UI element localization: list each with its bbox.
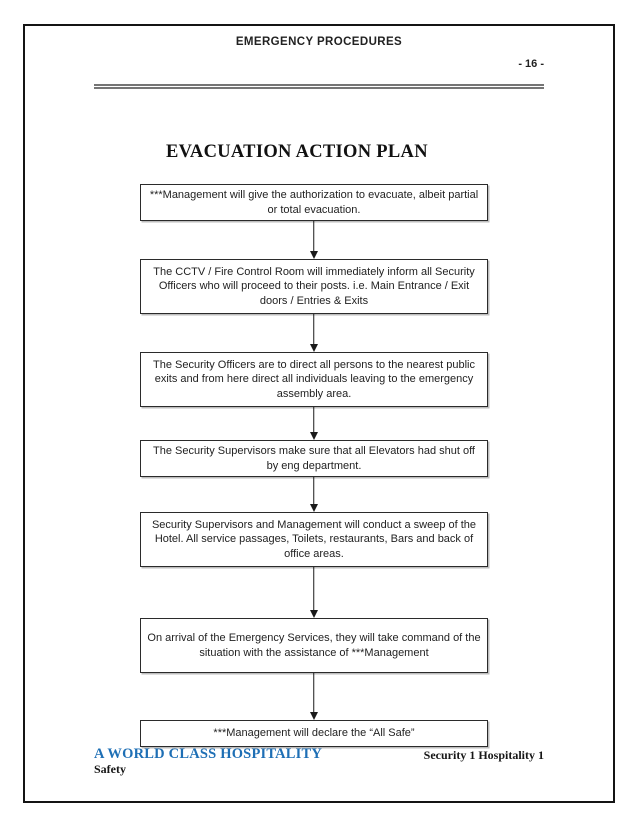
header-title: EMERGENCY PROCEDURES	[235, 36, 403, 48]
flow-step-3-text: The Security Officers are to direct all …	[152, 358, 475, 400]
footer-brand: A WORLD CLASS HOSPITALITY	[94, 746, 323, 762]
page-title: EVACUATION ACTION PLAN	[166, 142, 428, 162]
footer-department: Safety	[94, 762, 126, 776]
page-border-frame	[23, 24, 615, 803]
flow-step-1: ***Management will give the authorizatio…	[140, 184, 488, 221]
flow-step-6: On arrival of the Emergency Services, th…	[140, 618, 488, 673]
flow-arrow-down-5	[308, 567, 319, 618]
arrow-line	[312, 407, 315, 434]
flow-step-4-text: The Security Supervisors make sure that …	[152, 445, 475, 472]
header-divider-rule	[94, 84, 544, 89]
flow-arrow-down-6	[308, 673, 319, 720]
flow-step-5: Security Supervisors and Management will…	[140, 512, 488, 567]
arrow-line	[312, 477, 315, 506]
flow-step-1-text: ***Management will give the authorizatio…	[149, 189, 479, 216]
flow-step-4: The Security Supervisors make sure that …	[140, 440, 488, 477]
arrow-down-icon	[309, 251, 318, 259]
flow-step-7: ***Management will declare the “All Safe…	[140, 720, 488, 747]
arrow-down-icon	[309, 610, 318, 618]
flow-step-2-text: The CCTV / Fire Control Room will immedi…	[153, 265, 475, 307]
arrow-line	[312, 221, 315, 253]
arrow-line	[312, 567, 315, 612]
flow-step-5-text: Security Supervisors and Management will…	[151, 518, 477, 560]
arrow-line	[312, 673, 315, 714]
footer-right-text: Security 1 Hospitality 1	[423, 748, 544, 762]
arrow-down-icon	[309, 432, 318, 440]
page-number: - 16 -	[518, 58, 544, 70]
arrow-down-icon	[309, 344, 318, 352]
arrow-down-icon	[309, 712, 318, 720]
arrow-down-icon	[309, 504, 318, 512]
flow-step-7-text: ***Management will declare the “All Safe…	[213, 727, 415, 740]
flow-step-3: The Security Officers are to direct all …	[140, 352, 488, 407]
flow-arrow-down-1	[308, 221, 319, 259]
flow-arrow-down-4	[308, 477, 319, 512]
flow-arrow-down-2	[308, 314, 319, 352]
flow-step-6-text: On arrival of the Emergency Services, th…	[147, 632, 481, 659]
flow-step-2: The CCTV / Fire Control Room will immedi…	[140, 259, 488, 314]
flow-arrow-down-3	[308, 407, 319, 440]
arrow-line	[312, 314, 315, 346]
